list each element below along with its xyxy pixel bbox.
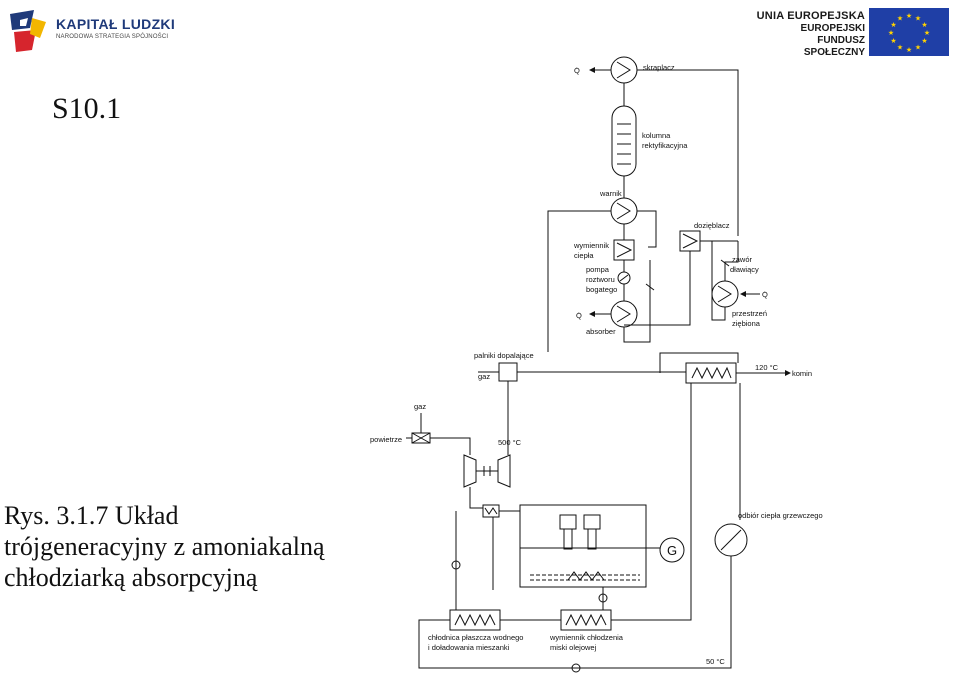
label-skraplacz: skraplacz (643, 63, 675, 72)
label-zawor-1: zawór (732, 255, 753, 264)
svg-text:★: ★ (897, 15, 903, 23)
caption-line-1: Rys. 3.1.7 Układ (4, 501, 179, 530)
kapital-ludzki-emblem-icon (10, 10, 46, 52)
air-to-compressor-line (430, 437, 471, 455)
label-palniki: palniki dopalające (474, 351, 534, 360)
exhaust-heat-exchanger (685, 362, 737, 384)
svg-text:★: ★ (890, 21, 896, 29)
kapital-ludzki-logo: KAPITAŁ LUDZKI NARODOWA STRATEGIA SPÓJNO… (6, 6, 176, 56)
heating-to-oil-hx-line (626, 496, 692, 621)
label-pompa-2: roztworu (586, 275, 615, 284)
label-kolumna-1: kolumna (642, 131, 671, 140)
label-kolumna-2: rektyfikacyjna (642, 141, 688, 150)
svg-text:★: ★ (897, 44, 903, 52)
ue-line-1: UNIA EUROPEJSKA (756, 10, 865, 22)
return-water-line (418, 556, 732, 669)
label-wym-olej-2: miski olejowej (550, 643, 597, 652)
label-powietrze: powietrze (370, 435, 402, 444)
label-pompa-1: pompa (586, 265, 610, 274)
doziebiacz-return-line (624, 251, 691, 326)
label-wymiennik-1: wymiennik (573, 241, 609, 250)
chlodnica-plaszcza (449, 609, 501, 631)
label-wym-olej-1: wymiennik chłodzenia (549, 633, 624, 642)
label-chlodnica-1: chłodnica płaszcza wodnego (428, 633, 523, 642)
kapital-ludzki-title: KAPITAŁ LUDZKI (56, 16, 176, 32)
trigeneration-diagram: skraplacz Q̇ kolumna rektyfikacyjna warn… (370, 56, 823, 673)
svg-text:★: ★ (906, 46, 912, 54)
przestrzen-ziebiona-evaporator (711, 280, 760, 308)
refrigerant-line-top (637, 69, 739, 236)
svg-text:★: ★ (915, 15, 921, 23)
pompa-roztworu (617, 271, 631, 285)
label-temp-50: 50 °C (706, 657, 725, 666)
caption-line-3: chłodziarką absorpcyjną (4, 563, 258, 592)
label-absorber: absorber (586, 327, 616, 336)
label-odbior: odbiór ciepła grzewczego (738, 511, 823, 520)
kolumna-rektyfikacyjna (611, 105, 637, 177)
palniki-dopalajace-burner (498, 362, 518, 382)
generator-circle (659, 537, 685, 563)
label-gaz-1: gaz (478, 372, 490, 381)
svg-text:★: ★ (921, 21, 927, 29)
ue-efs-logo: UNIA EUROPEJSKA EUROPEJSKI FUNDUSZ SPOŁE… (755, 4, 955, 59)
label-wymiennik-2: ciepła (574, 251, 594, 260)
label-przestrzen-1: przestrzeń (732, 309, 767, 318)
doziebiacz (679, 230, 701, 252)
hx-bypass-line (659, 352, 739, 373)
label-przestrzen-2: ziębiona (732, 319, 761, 328)
label-doziebiacz: dozięblacz (694, 221, 730, 230)
wymiennik-miski-olejowej (560, 609, 612, 631)
label-temp-120: 120 °C (755, 363, 779, 372)
label-q-abs: Q̇ (576, 311, 582, 320)
kapital-ludzki-subtitle: NARODOWA STRATEGIA SPÓJNOŚCI (56, 34, 169, 40)
ue-efs-text: UNIA EUROPEJSKA EUROPEJSKI FUNDUSZ SPOŁE… (755, 10, 865, 59)
generator-label: G (667, 543, 677, 558)
warnik-return-line (637, 210, 657, 248)
odbior-ciepla-heat-consumer (714, 523, 748, 557)
warnik-heating-supply-line (547, 210, 611, 352)
warnik-generator (610, 197, 638, 225)
label-q-top: Q̇ (574, 66, 580, 75)
caption-line-2: trójgeneracyjny z amoniakalną (4, 532, 325, 561)
evaporator-return-line (711, 241, 726, 321)
gas-turbine (463, 454, 511, 488)
svg-text:★: ★ (890, 37, 896, 45)
ue-line-3: FUNDUSZ SPOŁECZNY (803, 35, 865, 58)
combustion-chamber (411, 432, 431, 444)
to-throttle-line (724, 241, 739, 281)
intercooler (482, 504, 500, 518)
svg-text:★: ★ (888, 29, 894, 37)
label-komin: komin (792, 369, 812, 378)
svg-text:★: ★ (924, 29, 930, 37)
svg-text:★: ★ (915, 44, 921, 52)
label-zawor-2: dławiący (730, 265, 759, 274)
label-chlodnica-2: i doładowania mieszanki (428, 643, 510, 652)
label-gaz-2: gaz (414, 402, 426, 411)
slide-title: S10.1 (52, 92, 122, 125)
skraplacz-condenser (589, 56, 638, 84)
svg-text:★: ★ (906, 12, 912, 20)
gas-engine-block (519, 504, 647, 588)
absorber-bottom-line (623, 327, 651, 343)
label-temp-500: 500 °C (498, 438, 522, 447)
label-q-right: Q̇ (762, 290, 768, 299)
eu-flag-icon: ★ ★ ★ ★ ★ ★ ★ ★ ★ ★ ★ ★ (869, 8, 949, 56)
svg-text:★: ★ (921, 37, 927, 45)
label-pompa-3: bogatego (586, 285, 617, 294)
figure-caption: Rys. 3.1.7 Układ trójgeneracyjny z amoni… (4, 500, 424, 593)
wymiennik-ciepla (613, 239, 635, 261)
absorber (589, 300, 638, 328)
ue-line-2: EUROPEJSKI (800, 23, 865, 34)
label-warnik: warnik (599, 189, 622, 198)
